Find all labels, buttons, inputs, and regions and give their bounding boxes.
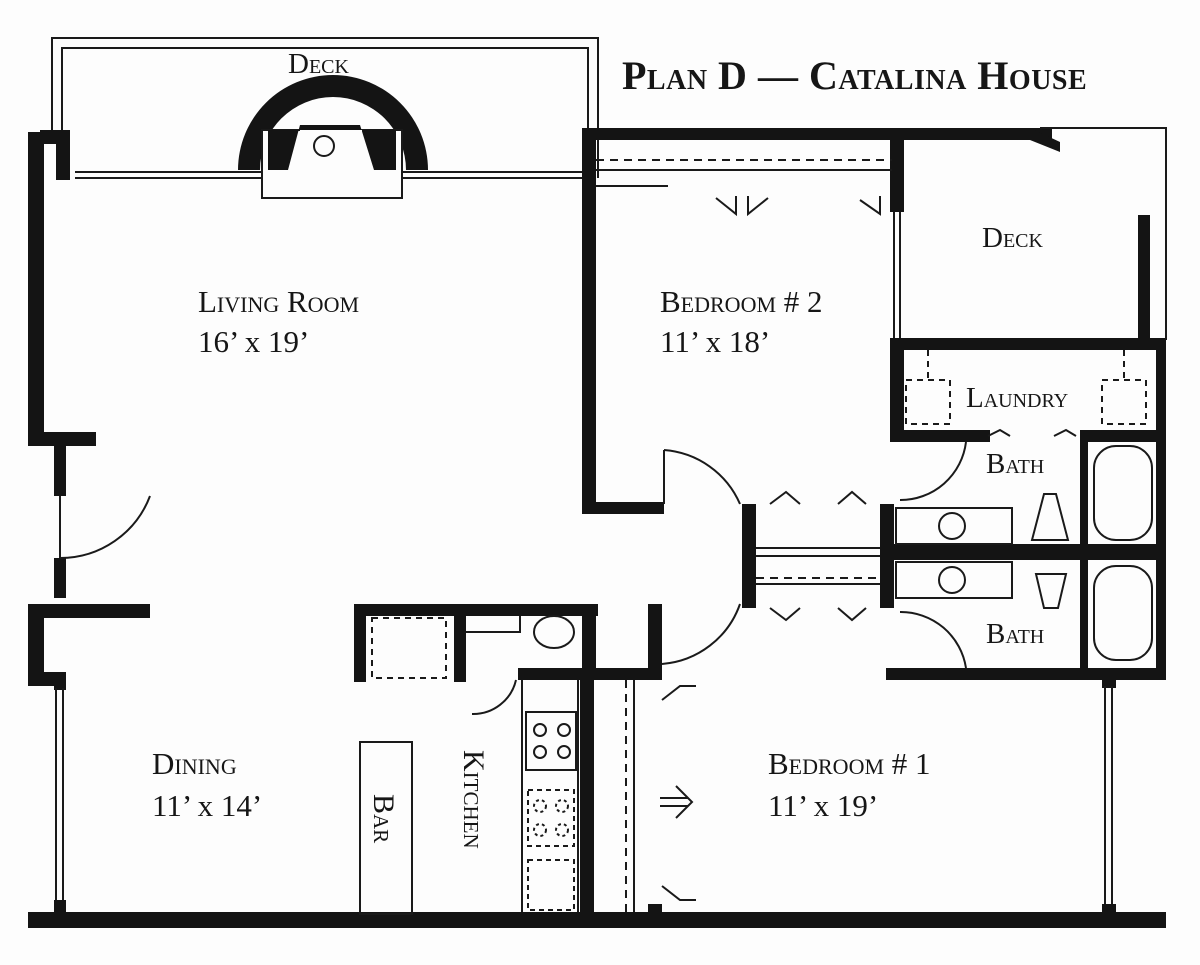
fireplace [238,75,428,199]
bedroom2-label: Bedroom # 2 [660,284,823,319]
deck-top-label: Deck [288,48,349,80]
kitchen-label: Kitchen [457,750,490,849]
bedroom2-size: 11’ x 18’ [660,324,771,359]
walls [28,128,1166,928]
bedroom1-label: Bedroom # 1 [768,746,931,781]
dining-label: Dining [152,746,237,781]
living-room-label: Living Room [198,284,360,319]
laundry-label: Laundry [966,382,1069,414]
bedroom1-size: 11’ x 19’ [768,788,879,823]
bath-upper-label: Bath [986,448,1045,480]
bar-label: Bar [367,794,400,844]
thin-lines [55,127,1167,915]
plan-title: Plan D — Catalina House [622,53,1088,98]
bath-lower-label: Bath [986,618,1045,650]
dining-size: 11’ x 14’ [152,788,263,823]
deck-right-label: Deck [982,222,1043,254]
living-room-size: 16’ x 19’ [198,324,310,359]
